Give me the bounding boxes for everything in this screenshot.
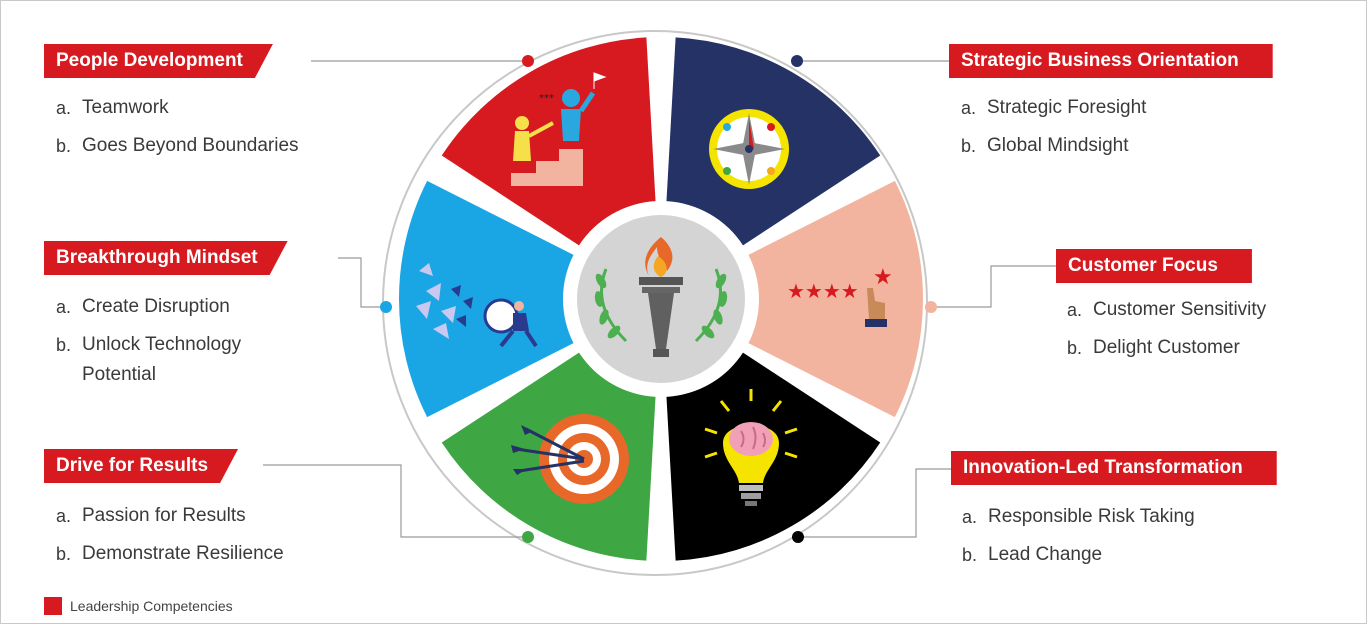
connector-customer — [931, 265, 1056, 308]
dot-people — [522, 55, 534, 67]
list-item: Potential — [82, 364, 156, 385]
items-breakthrough-mindset: a.Create Disruption b.Unlock Technology … — [56, 294, 241, 400]
compass-icon — [709, 109, 789, 189]
list-item: b.Unlock Technology — [56, 334, 242, 355]
connector-drive — [263, 464, 528, 538]
rating-stars-icon: ★★★★ ★ — [787, 265, 893, 327]
torch-laurel-icon — [594, 237, 728, 357]
disruption-runner-icon — [416, 263, 538, 348]
label-innovation-led-transformation: Innovation-Led Transformation — [951, 451, 1277, 485]
brain-bulb-icon — [704, 389, 798, 506]
svg-text:***: *** — [539, 93, 554, 104]
connector-breakthrough — [338, 257, 386, 308]
connector-innovation — [798, 468, 951, 538]
label-drive-for-results: Drive for Results — [44, 449, 238, 483]
legend: Leadership Competencies — [44, 597, 233, 615]
list-item: a.Teamwork — [56, 97, 169, 118]
list-item: a.Customer Sensitivity — [1067, 299, 1267, 320]
list-item: b.Lead Change — [962, 544, 1103, 565]
dot-innovation — [792, 531, 804, 543]
items-people-development: a.Teamwork b.Goes Beyond Boundaries — [56, 95, 299, 171]
list-item: b.Demonstrate Resilience — [56, 543, 284, 564]
label-breakthrough-mindset: Breakthrough Mindset — [44, 241, 288, 275]
list-item: a.Passion for Results — [56, 505, 246, 526]
connector-dots — [380, 55, 937, 543]
wheel-segments — [399, 37, 923, 561]
list-item: b.Delight Customer — [1067, 337, 1240, 358]
list-item: a.Strategic Foresight — [961, 97, 1147, 118]
connector-lines — [263, 60, 1056, 538]
dot-breakthrough — [380, 301, 392, 313]
list-item: a.Responsible Risk Taking — [962, 506, 1195, 527]
items-innovation-led-transformation: a.Responsible Risk Taking b.Lead Change — [962, 504, 1195, 580]
dot-drive — [522, 531, 534, 543]
items-customer-focus: a.Customer Sensitivity b.Delight Custome… — [1067, 297, 1266, 373]
dot-strategic — [791, 55, 803, 67]
legend-label: Leadership Competencies — [70, 598, 233, 614]
teamwork-stairs-icon: *** — [511, 72, 607, 186]
segment-breakthrough-mindset — [399, 180, 574, 418]
dot-customer — [925, 301, 937, 313]
svg-text:★★★★: ★★★★ — [787, 279, 859, 303]
svg-text:★: ★ — [873, 265, 893, 290]
list-item: b.Goes Beyond Boundaries — [56, 135, 299, 156]
label-people-development: People Development — [44, 44, 273, 78]
list-item: a.Create Disruption — [56, 296, 230, 317]
list-item: b.Global Mindsight — [961, 135, 1129, 156]
segment-people-development — [441, 37, 656, 246]
items-strategic-business-orientation: a.Strategic Foresight b.Global Mindsight — [961, 95, 1146, 171]
segment-customer-focus — [748, 180, 923, 418]
target-arrows-icon — [511, 414, 629, 504]
label-strategic-business-orientation: Strategic Business Orientation — [949, 44, 1273, 78]
items-drive-for-results: a.Passion for Results b.Demonstrate Resi… — [56, 503, 284, 579]
label-customer-focus: Customer Focus — [1056, 249, 1252, 283]
legend-swatch — [44, 597, 62, 615]
